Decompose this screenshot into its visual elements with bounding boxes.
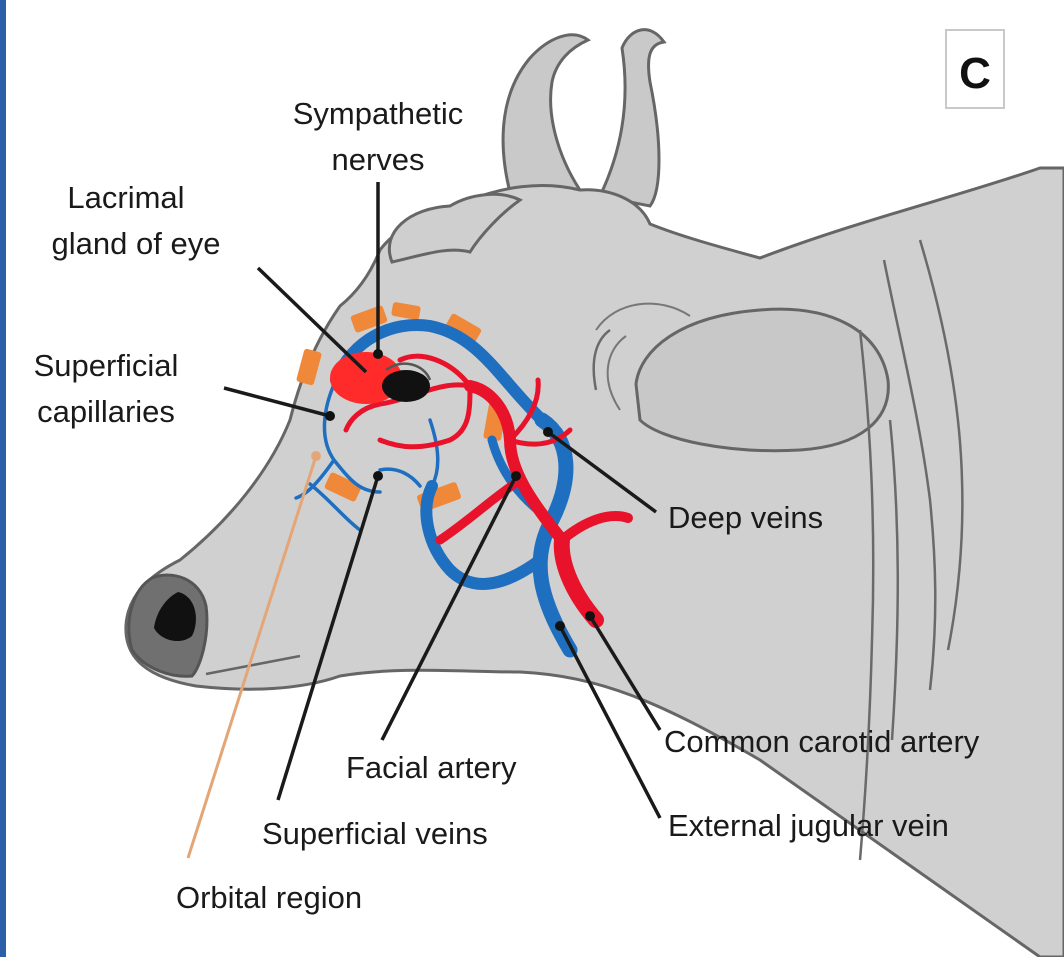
label-capillaries-line1: Superficial	[34, 348, 179, 383]
label-sympathetic-line2: nerves	[331, 142, 424, 177]
left-horn	[503, 35, 588, 200]
label-capillaries-line2: capillaries	[37, 394, 175, 429]
left-edge-band	[0, 0, 6, 957]
eye	[382, 370, 430, 402]
panel-letter-box: C	[946, 30, 1004, 108]
label-deep-veins: Deep veins	[668, 500, 823, 535]
label-sympathetic-line1: Sympathetic	[293, 96, 464, 131]
label-lacrimal-line2: gland of eye	[52, 226, 221, 261]
label-external-jugular: External jugular vein	[668, 808, 949, 843]
orbital-dot	[311, 451, 321, 461]
right-horn	[600, 30, 664, 206]
label-common-carotid: Common carotid artery	[664, 724, 980, 759]
label-facial-artery: Facial artery	[346, 750, 517, 785]
label-orbital-region: Orbital region	[176, 880, 362, 915]
horns	[503, 30, 664, 206]
panel-letter: C	[959, 49, 991, 98]
label-lacrimal-line1: Lacrimal	[67, 180, 184, 215]
label-superficial-veins: Superficial veins	[262, 816, 488, 851]
